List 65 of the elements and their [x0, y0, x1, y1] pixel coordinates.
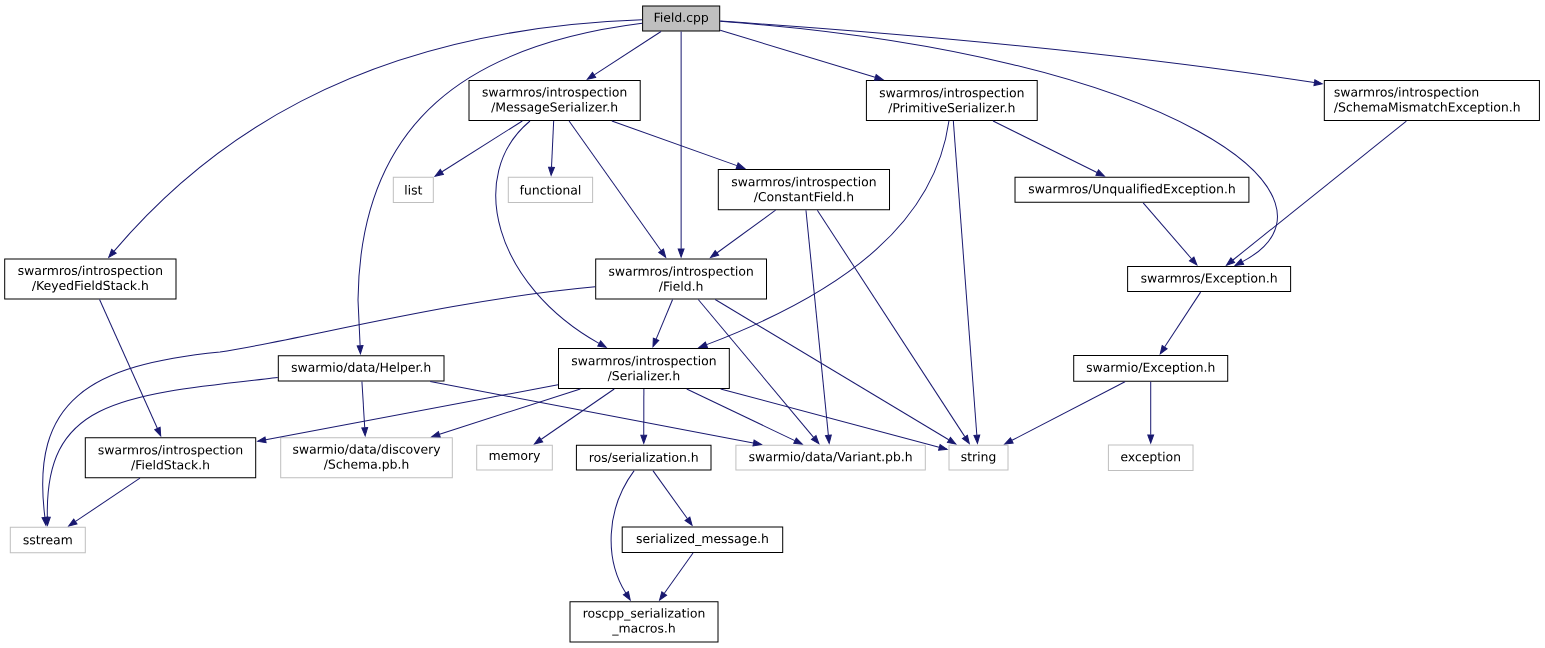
arrow — [43, 377, 279, 526]
arrow — [714, 299, 957, 445]
file-box: swarmros/introspection /ConstantField.h — [717, 168, 890, 211]
file-box: exception — [1107, 444, 1194, 471]
file-box: string — [948, 444, 1009, 471]
file-box: swarmros/introspection /SchemaMismatchException.h — [1323, 80, 1540, 122]
file-box: memory — [476, 444, 553, 471]
arrow — [586, 31, 662, 80]
arrow — [719, 29, 884, 81]
arrow — [697, 299, 820, 445]
arrow — [356, 22, 643, 355]
arrow — [68, 477, 141, 527]
arrow — [659, 552, 694, 601]
file-box: swarmros/Exception.h — [1127, 266, 1292, 293]
arrow — [719, 20, 1323, 86]
arrow — [952, 120, 981, 444]
arrow — [709, 209, 777, 259]
file-box: swarmros/introspection /MessageSerializer.h — [468, 80, 641, 121]
file-box: list — [392, 176, 434, 203]
arrow — [568, 120, 667, 258]
file-box: ros/serialization.h — [575, 444, 712, 471]
arrow — [610, 470, 635, 601]
highlighted-file-box: Field.cpp — [642, 5, 721, 32]
arrow — [99, 299, 162, 437]
arrow — [816, 209, 970, 445]
arrow — [652, 299, 674, 348]
arrow — [257, 384, 559, 444]
arrow — [640, 388, 648, 444]
arrow — [434, 120, 523, 177]
arrow — [677, 31, 685, 258]
file-box: swarmio/data/Helper.h — [277, 355, 445, 382]
arrow — [1142, 202, 1198, 266]
arrow — [41, 286, 596, 526]
file-box: swarmio/data/discovery /Schema.pb.h — [280, 437, 453, 479]
file-box: swarmio/data/Variant.pb.h — [735, 444, 926, 471]
arrow — [1147, 381, 1155, 444]
arrow — [805, 209, 832, 444]
arrow — [495, 120, 607, 348]
file-box: swarmros/introspection /KeyedFieldStack.h — [4, 258, 177, 300]
file-box: swarmros/UnqualifiedException.h — [1014, 176, 1250, 203]
arrow — [108, 19, 643, 258]
arrow — [548, 120, 555, 176]
arrow — [652, 470, 693, 526]
file-box: swarmros/introspection /Serializer.h — [558, 348, 730, 389]
arrow — [361, 381, 369, 437]
file-box: sstream — [9, 526, 86, 554]
arrow — [1226, 120, 1407, 266]
file-box: swarmros/introspection /FieldStack.h — [84, 437, 257, 479]
file-box: swarmros/introspection /Field.h — [595, 258, 767, 300]
file-box: roscpp_serialization _macros.h — [569, 601, 719, 643]
arrow — [533, 388, 615, 445]
file-box: serialized_message.h — [621, 526, 784, 553]
arrow — [992, 120, 1105, 177]
arrow — [611, 120, 746, 169]
file-box: swarmio/Exception.h — [1073, 355, 1229, 382]
file-box: swarmros/introspection /PrimitiveSerializer.h — [865, 80, 1038, 121]
arrow — [1159, 291, 1202, 355]
arrow — [719, 20, 1278, 266]
arrow — [720, 388, 948, 451]
arrow — [686, 388, 803, 445]
arrow — [1004, 381, 1126, 445]
arrow — [698, 120, 950, 349]
arrow — [431, 388, 581, 438]
arrow — [429, 381, 762, 447]
file-box: functional — [507, 176, 594, 203]
